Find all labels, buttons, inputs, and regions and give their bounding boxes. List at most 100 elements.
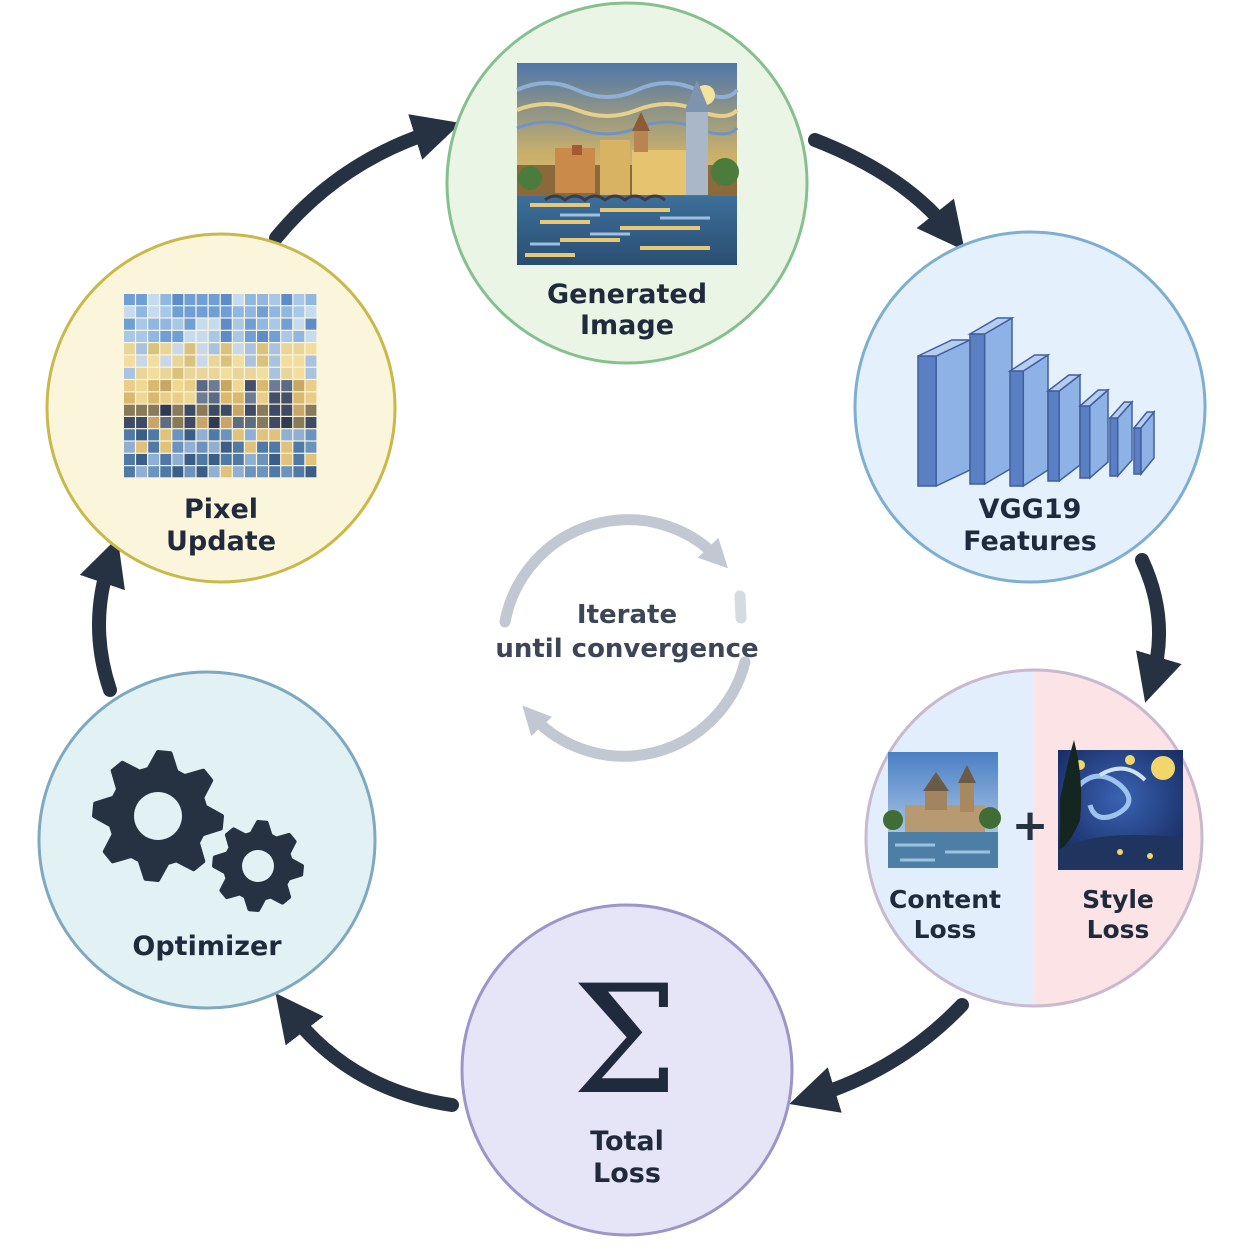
pixel-cell — [160, 417, 172, 429]
pixel-cell — [160, 306, 172, 318]
pixel-cell — [160, 441, 172, 453]
pixel-cell — [232, 417, 244, 429]
pixel-cell — [305, 306, 317, 318]
pixel-cell — [160, 330, 172, 342]
pixel-cell — [148, 392, 160, 404]
pixel-cell — [293, 380, 305, 392]
pixel-cell — [232, 367, 244, 379]
vgg-layer-top-3 — [1045, 374, 1083, 392]
pixel-cell — [232, 318, 244, 330]
pixel-cell — [269, 429, 281, 441]
node-pixel-update: Pixel Update — [45, 232, 397, 584]
pixel-grid-image — [124, 294, 317, 478]
arrow-generated-to-vgg — [808, 133, 965, 251]
vgg-layer-top-4 — [1078, 389, 1110, 407]
pixel-cell — [124, 392, 135, 404]
pixel-label-line2: Update — [166, 526, 276, 557]
pixel-cell — [184, 318, 196, 330]
arrow-optimizer-to-pixel — [79, 537, 125, 697]
vgg-layer-side-2 — [1022, 353, 1049, 488]
pixel-cell — [257, 343, 268, 355]
pixel-cell — [136, 441, 147, 453]
pixel-cell — [148, 429, 160, 441]
pixel-cell — [172, 380, 184, 392]
vgg-label-line1: VGG19 — [979, 494, 1082, 525]
pixel-cell — [281, 417, 293, 429]
pixel-cell — [208, 441, 220, 453]
pixel-cell — [281, 294, 293, 306]
pixel-cell — [136, 453, 147, 465]
pixel-cell — [136, 306, 147, 318]
pixel-cell — [293, 404, 305, 416]
pixel-cell — [269, 330, 281, 342]
pixel-cell — [281, 466, 293, 478]
pixel-cell — [269, 367, 281, 379]
pixel-cell — [136, 318, 147, 330]
pixel-cell — [124, 294, 135, 306]
pixel-cell — [281, 306, 293, 318]
pixel-cell — [245, 466, 256, 478]
vgg-layer-front-5 — [1109, 417, 1119, 477]
cycle-arrow-top — [499, 514, 728, 628]
pixel-cell — [196, 417, 208, 429]
pixel-cell — [220, 392, 232, 404]
pixel-cell — [269, 466, 281, 478]
pixel-cell — [160, 404, 172, 416]
pixel-cell — [232, 294, 244, 306]
generated-image-painting — [516, 63, 739, 265]
pixel-cell — [208, 392, 220, 404]
pixel-cell — [220, 453, 232, 465]
pixel-cell — [293, 417, 305, 429]
pixel-cell — [124, 441, 135, 453]
pixel-cell — [257, 330, 268, 342]
pixel-cell — [257, 380, 268, 392]
vgg-layer-top-2 — [1007, 354, 1051, 372]
pixel-cell — [136, 330, 147, 342]
gear-hole — [242, 850, 274, 882]
pixel-cell — [257, 318, 268, 330]
pixel-cell — [172, 404, 184, 416]
pixel-cell — [172, 466, 184, 478]
pixel-cell — [305, 343, 317, 355]
pixel-cell — [184, 392, 196, 404]
vgg-layer-side-1 — [983, 316, 1013, 486]
center-label-line1: Iterate — [577, 600, 677, 630]
style-loss-label-line1: Style — [1082, 885, 1154, 914]
pixel-cell — [305, 294, 317, 306]
pixel-cell — [293, 367, 305, 379]
pixel-cell — [293, 466, 305, 478]
pixel-cell — [172, 330, 184, 342]
vgg-layer-top-1 — [967, 317, 1015, 335]
pixel-cell — [269, 441, 281, 453]
pixel-cell — [208, 318, 220, 330]
pixel-cell — [148, 380, 160, 392]
pixel-cell — [196, 330, 208, 342]
pixel-cell — [148, 404, 160, 416]
pixel-cell — [196, 306, 208, 318]
cycle-arrow-right-dash — [734, 590, 747, 624]
pixel-cell — [172, 429, 184, 441]
pixel-cell — [220, 380, 232, 392]
pixel-cell — [305, 441, 317, 453]
pixel-cell — [293, 294, 305, 306]
pixel-cell — [269, 355, 281, 367]
pixel-cell — [172, 441, 184, 453]
pixel-cell — [293, 306, 305, 318]
gear-icon-small — [212, 820, 304, 912]
vgg-layer-front-6 — [1133, 427, 1142, 475]
pixel-cell — [281, 453, 293, 465]
pixel-cell — [305, 355, 317, 367]
pixel-cell — [305, 380, 317, 392]
pixel-cell — [245, 429, 256, 441]
pixel-cell — [148, 453, 160, 465]
pixel-cell — [305, 318, 317, 330]
vgg-label-line2: Features — [963, 526, 1097, 557]
pixel-cell — [160, 367, 172, 379]
pixel-cell — [293, 453, 305, 465]
pixel-cell — [257, 355, 268, 367]
pixel-cell — [232, 355, 244, 367]
pixel-cell — [172, 453, 184, 465]
pixel-cell — [124, 306, 135, 318]
pixel-cell — [160, 355, 172, 367]
pixel-cell — [220, 318, 232, 330]
